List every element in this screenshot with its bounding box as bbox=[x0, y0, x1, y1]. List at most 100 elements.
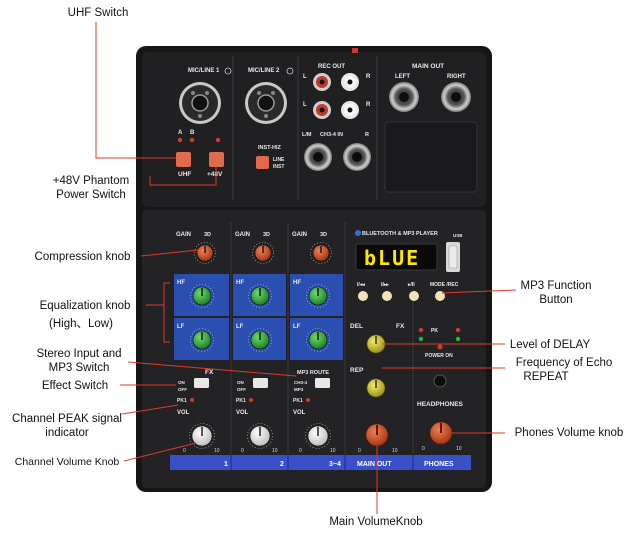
ch2-volume-knob-scale bbox=[247, 423, 273, 449]
band-label-ch2: 2 bbox=[280, 461, 284, 468]
ch34-volume-knob-scale bbox=[305, 423, 331, 449]
ch2-effect-switch[interactable] bbox=[253, 378, 268, 388]
ch1-gain-label: GAIN bbox=[176, 232, 191, 238]
svg-text:10: 10 bbox=[456, 446, 462, 452]
ch1-lf-label: LF bbox=[177, 324, 185, 330]
rca-right-2[interactable] bbox=[341, 101, 359, 119]
usb-label: USB bbox=[453, 233, 463, 238]
mp3-next-button[interactable] bbox=[382, 291, 392, 301]
compression-callout: Compression knob bbox=[34, 251, 131, 263]
lm-label: L/M bbox=[302, 132, 312, 138]
headphones-jack[interactable] bbox=[433, 374, 447, 388]
svg-text:10: 10 bbox=[392, 448, 398, 454]
band-label-ch1: 1 bbox=[224, 461, 228, 468]
ch34-lf-knob-scale bbox=[306, 328, 330, 352]
mic-icon bbox=[286, 67, 294, 75]
uhf-switch[interactable] bbox=[176, 152, 191, 167]
uhf-callout-line bbox=[95, 22, 176, 159]
peak-callout-line bbox=[121, 404, 179, 415]
ch34-lf-label: LF bbox=[293, 324, 301, 330]
mp3-prev-button[interactable] bbox=[358, 291, 368, 301]
combo-jack-1[interactable] bbox=[179, 82, 221, 124]
ch2-peak-led bbox=[249, 398, 253, 402]
ch34-mp3-option: MP3 bbox=[294, 387, 304, 392]
rec-out-left-rca[interactable] bbox=[313, 73, 331, 91]
mic-icon bbox=[224, 67, 232, 75]
bluetooth-icon bbox=[355, 230, 361, 236]
rec-l-label: L bbox=[303, 74, 307, 80]
inst-label: INST bbox=[273, 164, 284, 170]
delay-callout: Level of DELAY bbox=[509, 339, 591, 351]
inst-hiz-switch[interactable] bbox=[256, 156, 269, 169]
ch34-vol-min: 0 bbox=[299, 448, 302, 454]
stereo-callout-line bbox=[127, 361, 297, 377]
echo-callout-line-2: REPEAT bbox=[523, 371, 569, 383]
ch34-pk-label: PK1 bbox=[293, 398, 303, 404]
ch34-mp3-route-label: MP3 ROUTE bbox=[297, 370, 329, 376]
pk-led-left bbox=[418, 327, 424, 333]
line-label: LINE bbox=[273, 157, 285, 163]
main-out-label: MAIN OUT bbox=[412, 63, 444, 70]
compression-callout-line bbox=[140, 249, 199, 257]
mic-line-1-label: MIC/LINE 1 bbox=[188, 68, 220, 74]
fx-header-label: FX bbox=[205, 369, 214, 376]
power-led bbox=[437, 344, 443, 350]
ch2-vol-label: VOL bbox=[236, 410, 249, 416]
phones-callout: Phones Volume knob bbox=[514, 427, 624, 439]
ch1-hf-knob-scale bbox=[190, 284, 214, 308]
mp3-mode-button[interactable] bbox=[435, 291, 445, 301]
phantom-callout-line bbox=[149, 167, 217, 186]
effect-callout: Effect Switch bbox=[41, 380, 109, 392]
mp3-function-callout-line bbox=[441, 289, 517, 294]
ch34-hf-label: HF bbox=[293, 280, 301, 286]
ch1-vol-max: 10 bbox=[214, 448, 220, 454]
stereo-mp3-switch[interactable] bbox=[315, 378, 330, 388]
main-out-left-label: LEFT bbox=[395, 74, 410, 80]
channel-label-band: 1 2 3~4 MAIN OUT PHONES bbox=[170, 455, 471, 470]
rca-left-2[interactable] bbox=[313, 101, 331, 119]
ch2-compression-knob-scale bbox=[252, 242, 274, 264]
rec-out-right-rca[interactable] bbox=[341, 73, 359, 91]
combo-jack-2[interactable] bbox=[245, 82, 287, 124]
ch2-on-label: ON bbox=[237, 380, 244, 385]
rec-out-label: REC OUT bbox=[318, 64, 345, 70]
echo-callout-line-1: Frequency of Echo bbox=[515, 357, 613, 369]
ch34-vol-label: VOL bbox=[293, 410, 306, 416]
channel-volume-callout: Channel Volume Knob bbox=[14, 456, 120, 468]
rep-label: REP bbox=[350, 367, 364, 374]
ch1-on-label: ON bbox=[178, 380, 185, 385]
power-on-label: POWER ON bbox=[425, 353, 453, 359]
svg-text:0: 0 bbox=[422, 446, 425, 452]
phantom-callout-line-1: +48V Phantom bbox=[52, 175, 130, 187]
ch2-3d-label: 3D bbox=[263, 232, 270, 238]
ch2-hf-label: HF bbox=[236, 280, 244, 286]
ch2-lf-knob-scale bbox=[248, 328, 272, 352]
eq-callout-line-2: (High、Low) bbox=[49, 318, 113, 330]
ch2-gain-label: GAIN bbox=[235, 232, 250, 238]
ch34-vol-max: 10 bbox=[330, 448, 336, 454]
mode-rec-label: MODE /REC bbox=[430, 282, 459, 288]
ch1-pk-label: PK1 bbox=[177, 398, 187, 404]
eq-callout-line-1: Equalization knob bbox=[39, 300, 131, 312]
rec-r2-label: R bbox=[366, 102, 371, 108]
headphones-label: HEADPHONES bbox=[417, 401, 464, 408]
ch34-peak-led bbox=[306, 398, 310, 402]
rec-r-label: R bbox=[366, 74, 371, 80]
callout-lines bbox=[95, 22, 517, 514]
mp3-player-section: BLUETOOTH & MP3 PLAYER USB bLUE I/◂◂ I/▸… bbox=[355, 230, 463, 301]
uhf-switch-callout: UHF Switch bbox=[67, 7, 129, 19]
phantom-48v-switch[interactable] bbox=[209, 152, 224, 167]
fx-label: FX bbox=[396, 323, 405, 330]
mp3-play-button[interactable] bbox=[409, 291, 419, 301]
channel-volume-callout-line bbox=[123, 442, 197, 462]
stereo-callout-line-1: Stereo Input and bbox=[36, 348, 122, 360]
fx-section: DEL FX REP PK POWER ON HEADPHONES 0 10 0… bbox=[350, 323, 464, 454]
ch1-effect-switch[interactable] bbox=[194, 378, 209, 388]
input-section: MIC/LINE 1 MIC/LINE 2 A B UHF +48V INST-… bbox=[176, 63, 471, 178]
signal-led-left bbox=[418, 336, 424, 342]
ch2-lf-label: LF bbox=[236, 324, 244, 330]
ch2-hf-knob-scale bbox=[248, 284, 272, 308]
ch1-peak-led bbox=[190, 398, 194, 402]
ch1-hf-label: HF bbox=[177, 280, 185, 286]
inst-hiz-label: INST-HIZ bbox=[258, 145, 282, 151]
